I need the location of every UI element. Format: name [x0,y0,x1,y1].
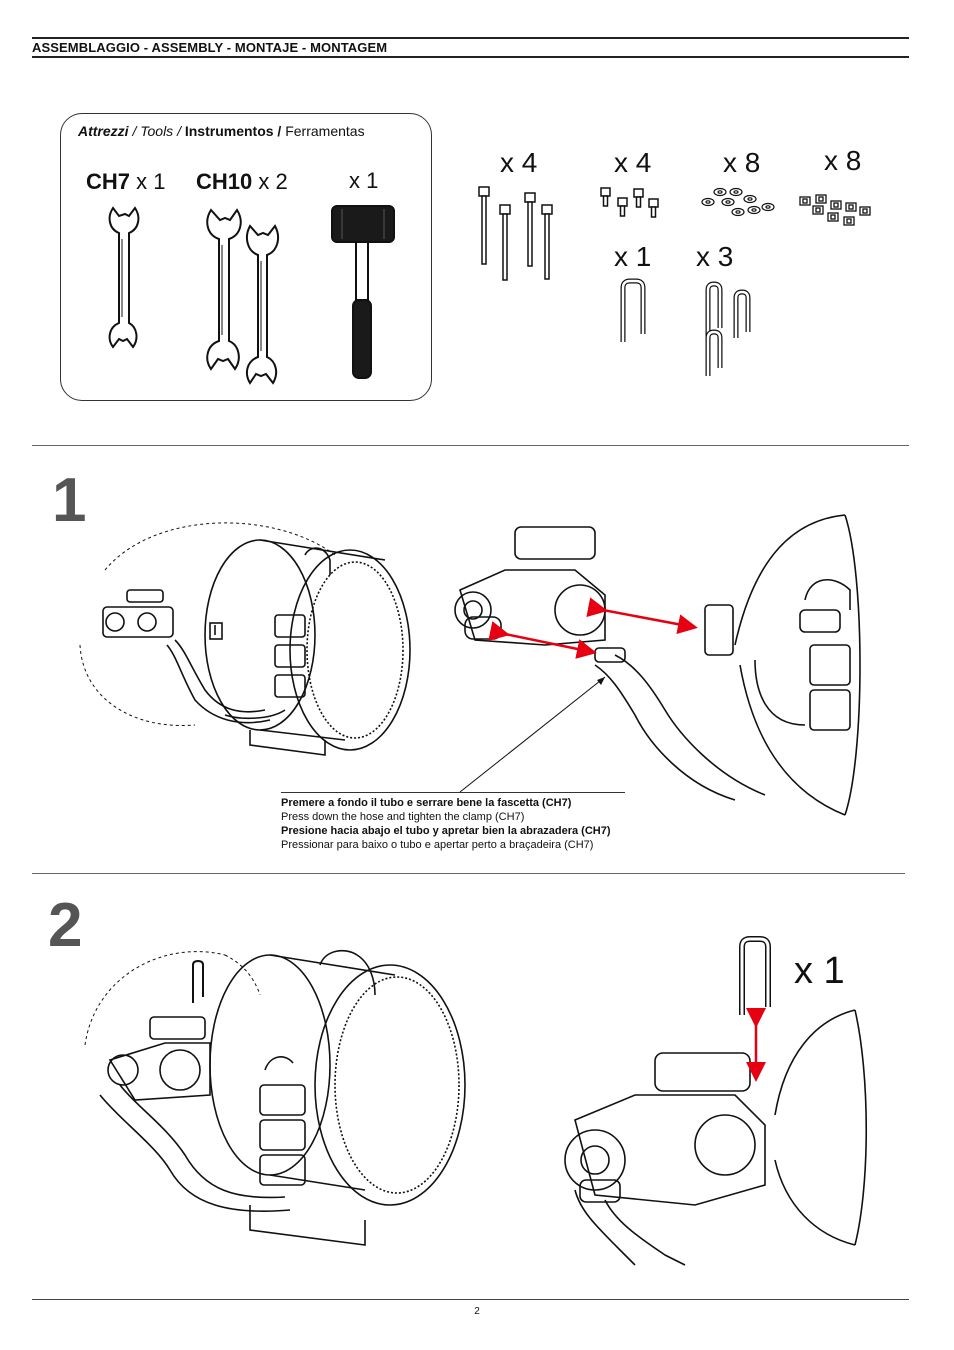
open-end-wrench-icon [245,224,280,385]
part-qty-u-clip-large: x 1 [614,241,652,272]
footer-rule [32,1299,909,1300]
tool-qty: x 1 [349,168,379,193]
tool-qty: x 1 [130,169,166,194]
caption-separator: / [273,123,286,139]
tool-label-ch10: CH10 x 2 [196,169,288,195]
step-number: 1 [52,466,87,535]
part-qty-u-clip-small: x 3 [696,241,734,272]
open-end-wrench-icon [108,206,140,349]
part-qty-nut: x 8 [824,145,862,176]
mallet-icon [331,205,395,379]
tools-caption-pt: Ferramentas [285,123,365,139]
page-title: ASSEMBLAGGIO - ASSEMBLY - MONTAJE - MONT… [32,40,388,55]
header-rule-top [32,37,909,39]
part-qty-u-clip: x 1 [794,950,845,992]
page-number: 2 [474,1306,480,1317]
part-qty-short-bolt: x 4 [614,147,652,178]
callout-rule [281,792,625,793]
instruction-it: Premere a fondo il tubo e serrare bene l… [281,797,572,809]
u-clip-large-icon [620,278,646,342]
instruction-es: Presione hacia abajo el tubo y apretar b… [281,825,611,837]
tools-caption-it: Attrezzi [78,123,129,139]
caption-separator: / [128,123,141,139]
tool-name: CH7 [86,169,131,194]
step2-illustration [84,936,868,1266]
header-rule-bottom [32,56,909,58]
short-bolt-icon [600,187,659,218]
part-qty-long-bolt: x 4 [500,147,538,178]
clip-insert-arrow [746,1008,766,1082]
step1-illustration [79,514,861,816]
u-clip-small-icon [705,281,751,376]
washer-icon [701,187,775,217]
instruction-pt: Pressionar para baixo o tubo e apertar p… [281,839,594,851]
tools-panel [60,113,432,401]
caption-separator: / [173,123,185,139]
part-qty-washer: x 8 [723,147,761,178]
section-divider [32,873,905,874]
tools-caption: Attrezzi / Tools / Instrumentos / Ferram… [78,123,365,139]
instruction-en: Press down the hose and tighten the clam… [281,811,525,823]
tool-qty: x 2 [252,169,288,194]
tool-label-ch7: CH7 x 1 [86,169,165,195]
step1-instructions: Premere a fondo il tubo e serrare bene l… [281,796,611,852]
insert-direction-arrow [488,597,698,659]
tools-caption-en: Tools [140,123,174,139]
tool-label-mallet: x 1 [349,168,378,194]
tools-caption-es: Instrumentos [184,123,274,139]
callout-leader-line [459,676,606,793]
tool-name: CH10 [196,169,253,194]
section-divider [32,445,909,446]
open-end-wrench-icon [206,208,242,371]
step-number: 2 [48,891,83,960]
long-bolt-icon [478,186,553,281]
nut-icon [799,194,871,226]
